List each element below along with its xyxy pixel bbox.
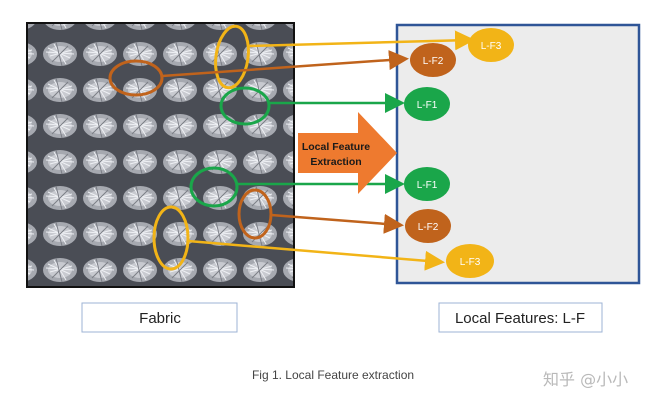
svg-text:L-F1: L-F1 — [417, 100, 438, 111]
connector-arrow-yellow-top — [247, 30, 475, 51]
fabric-image — [26, 22, 295, 288]
extraction-arrow-label-line2: Extraction — [310, 156, 361, 168]
features-label: Local Features: L-F — [455, 310, 585, 327]
connector-arrow-yellow-bottom — [187, 239, 445, 271]
node-lf3-top: L-F3 — [468, 28, 514, 62]
svg-text:L-F1: L-F1 — [417, 180, 438, 191]
fabric-label: Fabric — [139, 310, 181, 327]
connector-arrow-brown-bottom — [270, 213, 404, 234]
highlight-ellipse-yellow-bottom — [152, 205, 190, 271]
connector-arrow-brown-top — [161, 50, 409, 78]
node-lf2-bottom: L-F2 — [405, 209, 451, 243]
features-label-box — [438, 302, 603, 333]
local-feature-diagram: Local Feature Extraction L-F3 L-F2 L-F1 … — [26, 22, 641, 333]
node-lf2-top: L-F2 — [410, 43, 456, 77]
watermark: 知乎 @小小 — [543, 370, 629, 389]
svg-text:L-F2: L-F2 — [418, 222, 439, 233]
highlight-ellipse-brown-bottom — [237, 188, 273, 240]
extraction-arrow-label-line1: Local Feature — [302, 141, 370, 153]
highlight-ellipse-green-top — [219, 86, 271, 126]
highlight-ellipse-brown-top — [108, 59, 164, 97]
highlight-ellipse-green-bottom — [189, 166, 239, 208]
extraction-arrow — [298, 112, 397, 194]
fabric-label-box — [81, 302, 238, 333]
svg-text:L-F2: L-F2 — [423, 56, 444, 67]
svg-text:L-F3: L-F3 — [460, 257, 481, 268]
node-lf3-bottom: L-F3 — [446, 244, 494, 278]
node-lf1-top: L-F1 — [404, 87, 450, 121]
node-lf1-bottom: L-F1 — [404, 167, 450, 201]
svg-text:L-F3: L-F3 — [481, 41, 502, 52]
figure-caption: Fig 1. Local Feature extraction — [251, 368, 415, 382]
highlight-ellipse-yellow-top — [214, 24, 250, 90]
